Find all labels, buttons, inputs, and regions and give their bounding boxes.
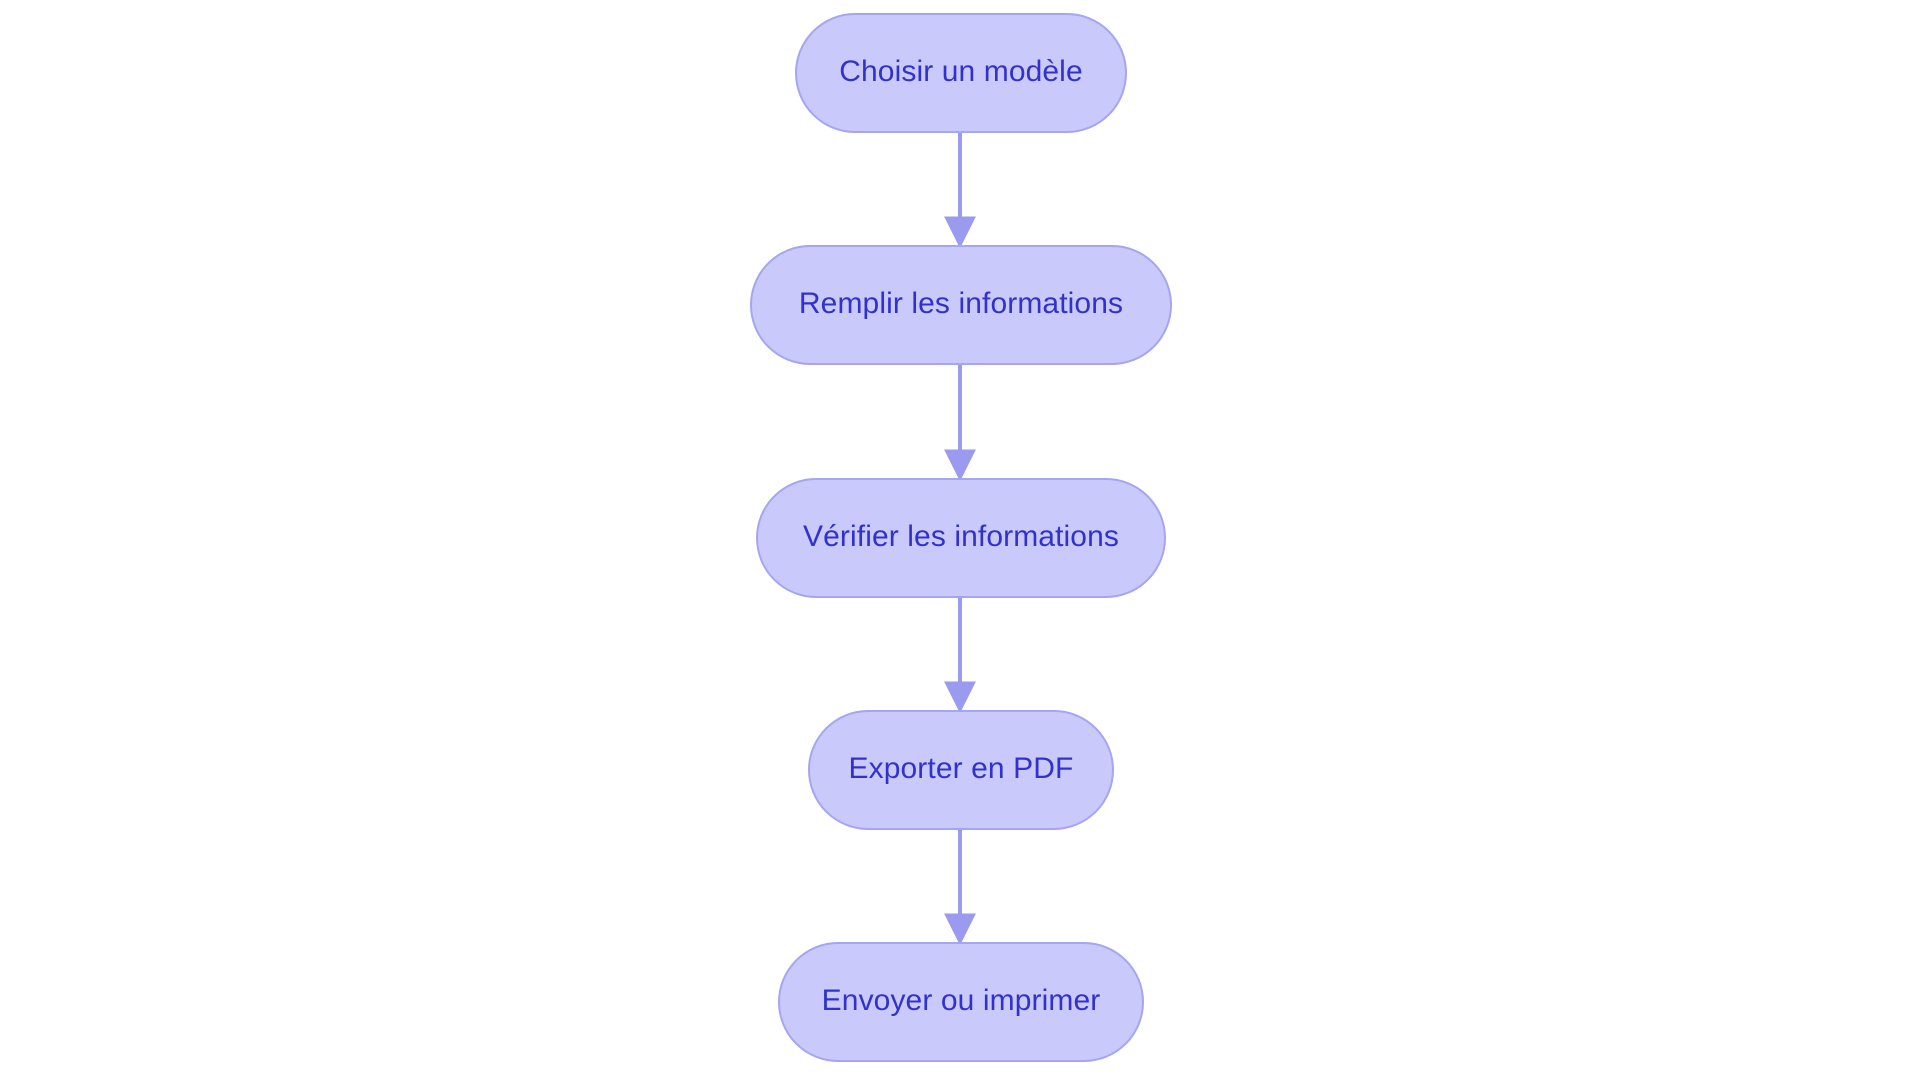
flow-node-label: Vérifier les informations [803,520,1119,553]
flow-node-label: Remplir les informations [798,287,1124,320]
flow-node-verifier-les-informations[interactable]: Vérifier les informations [756,478,1166,598]
flow-node-remplir-les-informations[interactable]: Remplir les informations [750,245,1172,365]
flow-node-label: Exporter en PDF [848,752,1074,785]
flow-node-label: Envoyer ou imprimer [821,984,1101,1017]
flow-node-label: Choisir un modèle [839,55,1083,88]
flow-node-envoyer-ou-imprimer[interactable]: Envoyer ou imprimer [778,942,1144,1062]
flow-node-exporter-en-pdf[interactable]: Exporter en PDF [808,710,1114,830]
flow-node-choisir-un-modele[interactable]: Choisir un modèle [795,13,1127,133]
